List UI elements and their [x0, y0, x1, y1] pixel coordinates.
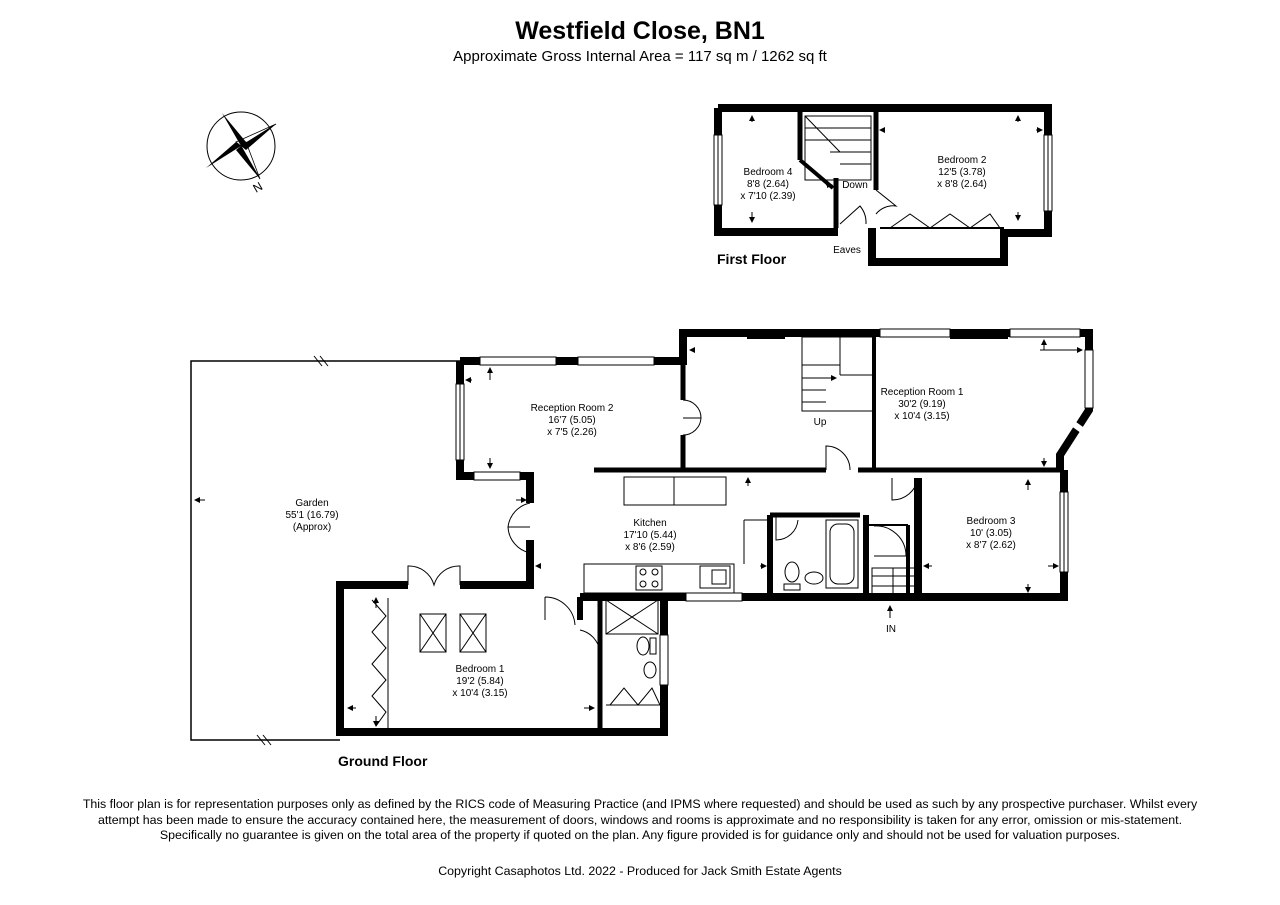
kitchen-name: Kitchen [633, 518, 666, 529]
bedroom3-dim1: 10' (3.05) [970, 528, 1012, 539]
copyright-text: Copyright Casaphotos Ltd. 2022 - Produce… [438, 864, 842, 878]
compass-north-label: N [251, 179, 266, 195]
stairs-up-label: Up [814, 417, 827, 428]
page-title: Westfield Close, BN1 [515, 17, 765, 45]
ground-floor-plan [190, 328, 1094, 746]
bedroom3-name: Bedroom 3 [967, 516, 1016, 527]
bedroom4-dim1: 8'8 (2.64) [747, 179, 789, 190]
bedroom4-dim2: x 7'10 (2.39) [740, 191, 795, 202]
kitchen-dim1: 17'10 (5.44) [623, 530, 676, 541]
compass-icon: N [206, 111, 277, 196]
page-subtitle: Approximate Gross Internal Area = 117 sq… [453, 48, 827, 65]
bedroom1-name: Bedroom 1 [456, 664, 505, 675]
reception1-dim1: 30'2 (9.19) [898, 399, 946, 410]
eaves-label: Eaves [833, 245, 861, 256]
kitchen-dim2: x 8'6 (2.59) [625, 542, 675, 553]
reception2-dim1: 16'7 (5.05) [548, 415, 596, 426]
bedroom2-dim1: 12'5 (3.78) [938, 167, 986, 178]
bedroom3-dim2: x 8'7 (2.62) [966, 540, 1016, 551]
ground-floor-label: Ground Floor [338, 753, 428, 769]
first-floor-label: First Floor [717, 251, 787, 267]
reception2-name: Reception Room 2 [531, 403, 614, 414]
garden-dim2: (Approx) [293, 522, 331, 533]
bedroom2-dim2: x 8'8 (2.64) [937, 179, 987, 190]
floor-plan: N Bedroom [190, 104, 1094, 769]
bedroom4-name: Bedroom 4 [744, 167, 793, 178]
garden-name: Garden [295, 498, 328, 509]
stairs-down-label: Down [842, 180, 868, 191]
reception1-dim2: x 10'4 (3.15) [894, 411, 949, 422]
entrance-label: IN [886, 624, 896, 635]
reception1-name: Reception Room 1 [881, 387, 964, 398]
disclaimer-text: This floor plan is for representation pu… [82, 797, 1198, 843]
bedroom1-dim2: x 10'4 (3.15) [452, 688, 507, 699]
bedroom2-name: Bedroom 2 [938, 155, 987, 166]
reception2-dim2: x 7'5 (2.26) [547, 427, 597, 438]
first-floor-plan [713, 104, 1053, 266]
bedroom1-dim1: 19'2 (5.84) [456, 676, 504, 687]
garden-dim1: 55'1 (16.79) [285, 510, 338, 521]
